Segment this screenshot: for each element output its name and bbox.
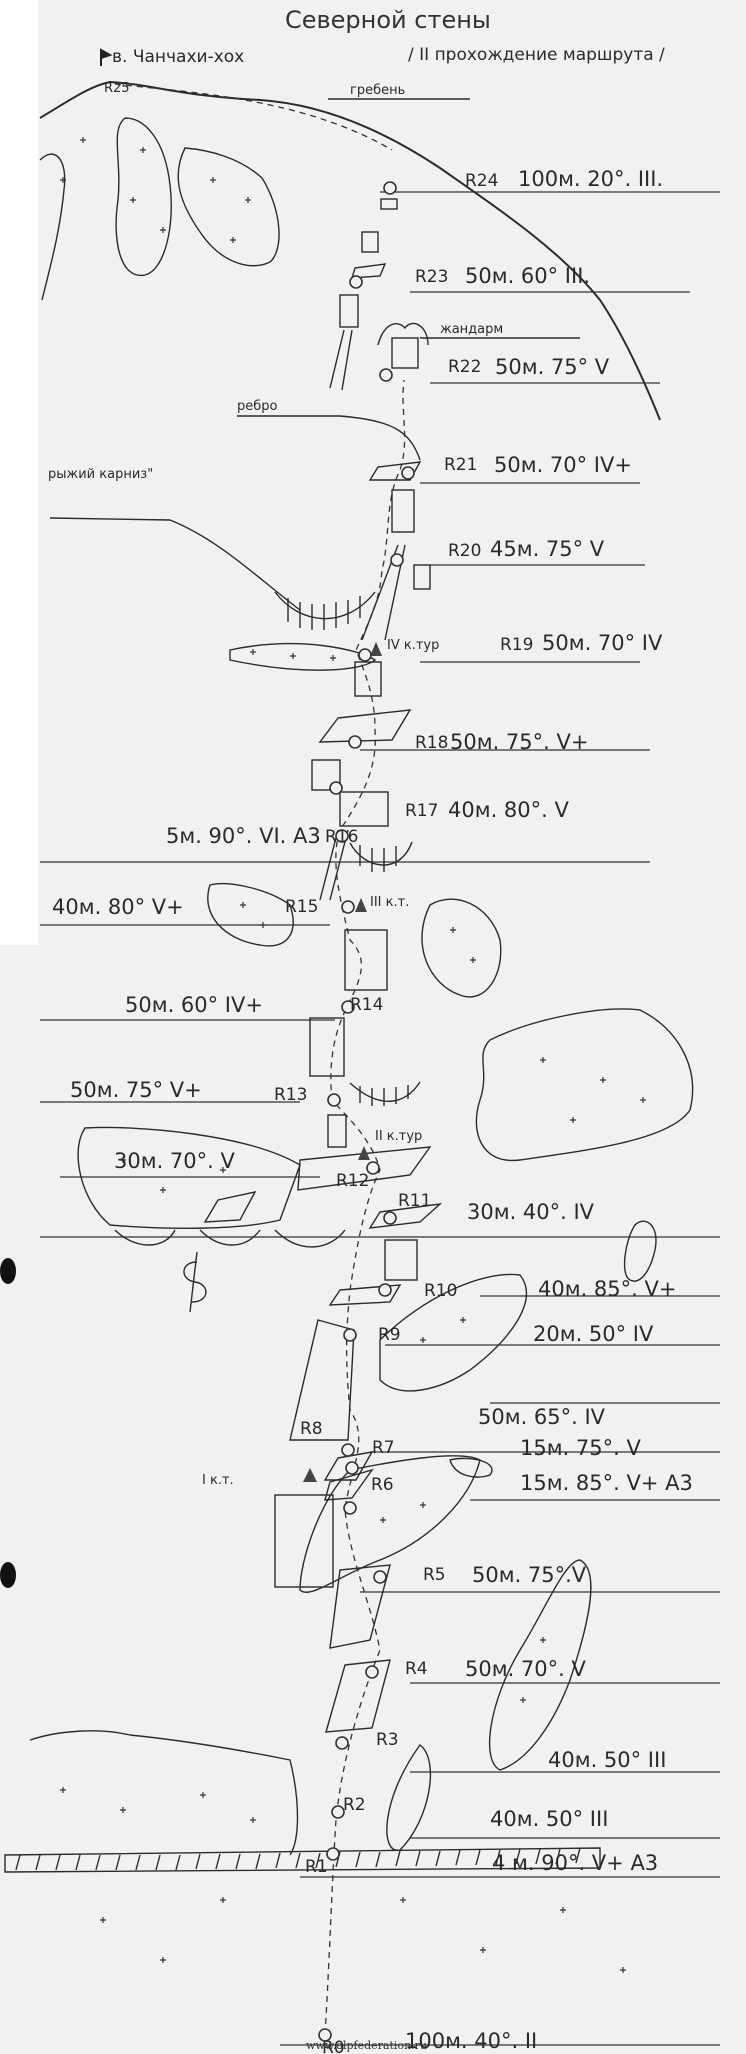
segment-3: 40м. 50° III <box>548 1748 666 1772</box>
rock-outcrop <box>115 117 172 276</box>
route-dashed-line <box>324 379 406 2036</box>
segment-18: 50м. 75°. V+ <box>450 730 588 754</box>
segment-rules <box>40 191 720 2046</box>
point-r19: R19 <box>500 635 533 655</box>
hook-symbol-icon <box>183 1251 207 1313</box>
point-r14: R14 <box>350 995 383 1015</box>
point-r7: R7 <box>372 1438 395 1458</box>
cairn-icon <box>303 1468 317 1482</box>
segment-16: 5м. 90°. VI. A3 <box>166 824 321 848</box>
segment-0: 100м. 40°. II <box>405 2029 537 2053</box>
segment-23: 50м. 60° III. <box>465 264 590 288</box>
segment-9: 20м. 50° IV <box>533 1322 654 1346</box>
binder-hole <box>0 1562 16 1588</box>
segment-24: 100м. 20°. III. <box>518 167 663 191</box>
rib-label: ребро <box>237 399 278 414</box>
point-r8: R8 <box>300 1419 323 1439</box>
point-r2: R2 <box>343 1795 366 1815</box>
segment-21: 50м. 70° IV+ <box>494 453 632 477</box>
point-r24: R24 <box>465 171 498 191</box>
point-r23: R23 <box>415 267 448 287</box>
point-r10: R10 <box>424 1281 457 1301</box>
point-r22: R22 <box>448 357 481 377</box>
pitch-shapes <box>203 198 443 1733</box>
ridge-label: гребень <box>350 83 405 98</box>
gendarme-icon <box>377 322 429 346</box>
point-r3: R3 <box>376 1730 399 1750</box>
segment-11: 30м. 40°. IV <box>467 1200 595 1224</box>
rock-outcrop <box>177 147 280 267</box>
point-r21: R21 <box>444 455 477 475</box>
cairn-icon <box>358 1146 370 1160</box>
rock-texture <box>60 137 646 1973</box>
belay-points <box>318 181 415 2042</box>
cairn-label-1: I к.т. <box>202 1473 234 1488</box>
point-r4: R4 <box>405 1659 428 1679</box>
cairn-label-2: II к.тур <box>375 1129 422 1144</box>
segment-1: 4 м. 90°. V+ A3 <box>492 1851 658 1875</box>
segment-2: 40м. 50° III <box>490 1807 608 1831</box>
segment-12: 30м. 70°. V <box>114 1149 235 1173</box>
cairn-label-3: III к.т. <box>370 895 409 910</box>
cairn-icon <box>355 898 367 912</box>
cornice-leader <box>49 517 301 611</box>
pitch-box-r19 <box>354 661 382 697</box>
point-r20: R20 <box>448 541 481 561</box>
cairn-icon <box>370 642 382 656</box>
route-label: / II прохождение маршрута / <box>408 45 665 65</box>
point-r0: R0 <box>322 2038 345 2054</box>
point-r17: R17 <box>405 801 438 821</box>
point-r11: R11 <box>398 1191 431 1211</box>
segment-20: 45м. 75° V <box>490 537 605 561</box>
point-r5: R5 <box>423 1565 446 1585</box>
point-r16: R16 <box>325 827 358 847</box>
segment-13: 50м. 75° V+ <box>70 1078 202 1102</box>
rock-patches <box>29 642 694 1856</box>
summit-label: в. Чанчахи-хох <box>112 47 244 67</box>
segment-6: 15м. 85°. V+ A3 <box>520 1471 693 1495</box>
segment-7: 15м. 75°. V <box>520 1436 641 1460</box>
ridge-line <box>39 80 661 421</box>
point-r9: R9 <box>378 1325 401 1345</box>
point-r15: R15 <box>285 897 318 917</box>
cornice-label: рыжий карниз" <box>48 467 153 482</box>
segment-10: 40м. 85°. V+ <box>538 1277 676 1301</box>
gendarme-label: жандарм <box>440 322 503 337</box>
point-r1: R1 <box>305 1857 328 1877</box>
segment-22: 50м. 75° V <box>495 355 610 379</box>
scan-edge-panel <box>0 0 38 945</box>
segment-19: 50м. 70° IV <box>542 631 663 655</box>
summit-flag-icon <box>100 48 113 66</box>
point-r13: R13 <box>274 1085 307 1105</box>
point-r12: R12 <box>336 1171 369 1191</box>
point-r18: R18 <box>415 733 448 753</box>
source-footer: www.alpfederation.ru <box>306 2039 427 2052</box>
cairn-label-4: IV к.тур <box>387 638 439 653</box>
segment-14: 50м. 60° IV+ <box>125 993 263 1017</box>
point-r25: R25 <box>104 81 130 96</box>
hatched-ledges <box>4 591 601 1873</box>
segment-5: 50м. 75°.V <box>472 1563 587 1587</box>
segment-4: 50м. 70°. V <box>465 1657 586 1681</box>
binder-hole <box>0 1258 16 1284</box>
rock-outcrop <box>39 153 66 301</box>
segment-17: 40м. 80°. V <box>448 798 569 822</box>
scheme-title: Северной стены <box>285 6 491 34</box>
ridge-dashed-descent <box>114 83 393 151</box>
segment-15: 40м. 80° V+ <box>52 895 184 919</box>
segment-8: 50м. 65°. IV <box>478 1405 606 1429</box>
rib-leader <box>237 415 421 461</box>
point-r6: R6 <box>371 1475 394 1495</box>
